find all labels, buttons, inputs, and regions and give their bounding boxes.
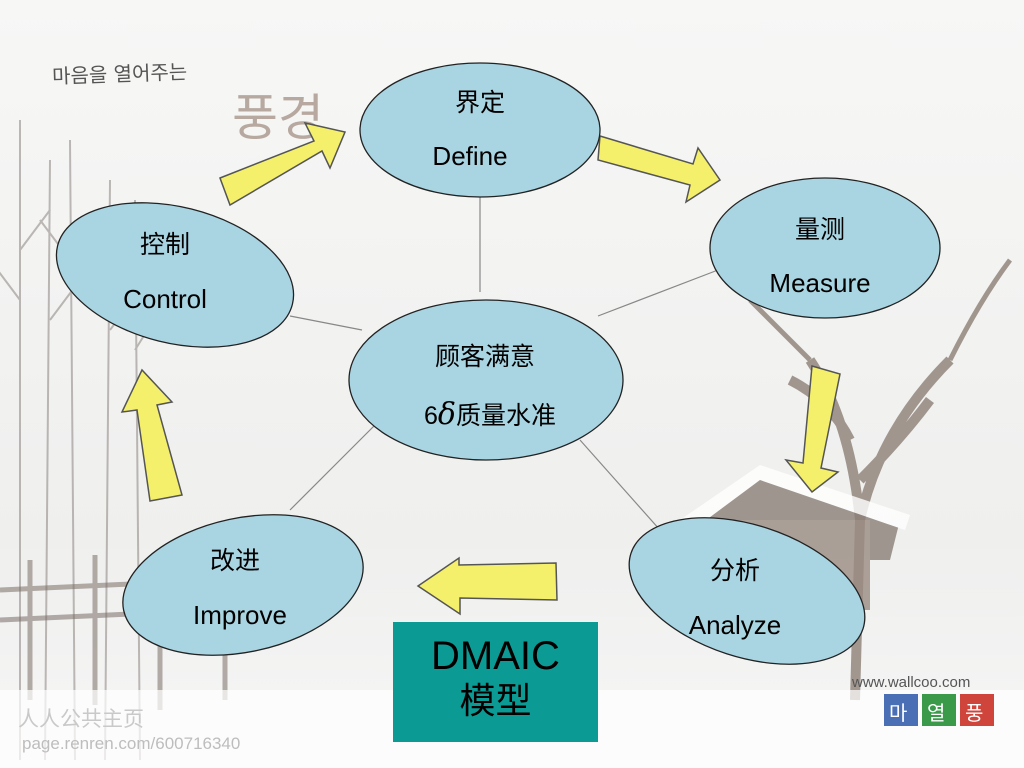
model-title: DMAIC [431, 634, 560, 678]
cycle-arrows [120, 121, 841, 616]
connector-lines [289, 196, 719, 531]
badge-char-1: 마 [889, 701, 908, 725]
watermark-url: page.renren.com/600716340 [22, 734, 241, 753]
improve-cn: 改进 [209, 546, 260, 575]
badge-squares [884, 694, 994, 726]
site-url: www.wallcoo.com [852, 674, 971, 691]
improve-en: Improve [193, 600, 287, 630]
center-line2: 6δ质量水准 [390, 396, 590, 432]
oval-define [359, 62, 601, 198]
arrow-improve-to-control [120, 368, 183, 502]
snowy-tree-right [748, 258, 1013, 701]
dmaic-model-box: DMAIC 模型 [393, 622, 598, 742]
measure-cn: 量测 [794, 215, 845, 244]
define-en: Define [432, 141, 508, 171]
arrow-measure-to-analyze [784, 365, 841, 494]
stage-ovals [55, 62, 941, 665]
oval-control [55, 202, 295, 348]
oval-measure [709, 177, 941, 319]
korean-brush-text: 풍경 [232, 89, 324, 147]
define-cn: 界定 [454, 88, 505, 117]
left-trees [0, 120, 161, 761]
measure-en: Measure [769, 268, 871, 298]
analyze-en: Analyze [688, 610, 782, 640]
oval-improve [122, 514, 364, 656]
center-number: 6 [424, 402, 438, 430]
control-cn: 控制 [139, 230, 190, 259]
delta-symbol: δ [437, 397, 456, 432]
arrow-define-to-measure [597, 135, 722, 204]
center-quality-text: 质量水准 [455, 401, 556, 430]
analyze-cn: 分析 [709, 556, 760, 585]
control-en: Control [123, 284, 207, 314]
badge-char-3: 풍 [965, 701, 984, 725]
model-subtitle: 模型 [459, 681, 532, 722]
watermark-cn: 人人公共主页 [18, 707, 144, 731]
center-line1: 顾客满意 [434, 342, 535, 371]
arrow-control-to-define [219, 121, 347, 207]
oval-center [348, 299, 624, 461]
arrow-analyze-to-improve [416, 556, 558, 616]
badge-char-2: 열 [927, 701, 946, 725]
oval-analyze [628, 517, 866, 665]
